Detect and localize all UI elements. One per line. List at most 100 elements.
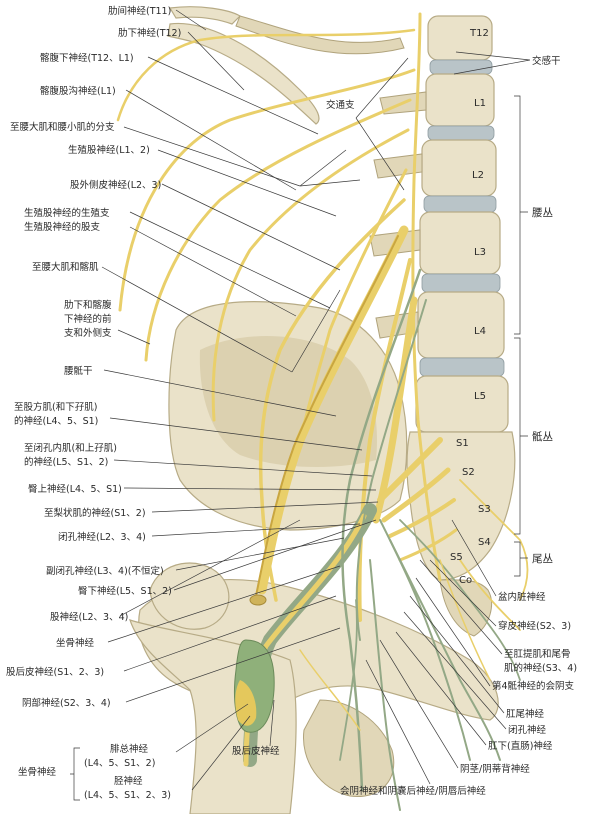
labels-bottom: 阴茎/阴蒂背神经 会阴神经和阴囊后神经/阴唇后神经	[340, 763, 530, 797]
rib-11-shaft	[235, 15, 405, 55]
label-perineal: 会阴神经和阴囊后神经/阴唇后神经	[340, 785, 486, 797]
lumbar-plexus-bracket	[514, 95, 528, 335]
label-lumbar-plexus: 腰丛	[532, 207, 553, 219]
label-levator-ani-2: 肌的神经(S3、4)	[504, 662, 577, 674]
subcostal-nerve	[118, 68, 416, 312]
labels-right: 交感干 盆内脏神经 穿皮神经(S2、3) 至肛提肌和尾骨 肌的神经(S3、4) …	[488, 55, 577, 752]
labels-left: 肋间神经(T11) 肋下神经(T12) 髂腹下神经(T12、L1) 髂腹股沟神经…	[6, 5, 181, 709]
label-inferior-rectal: 肛下(直肠)神经	[488, 740, 553, 752]
disc-t12-l1	[429, 59, 493, 75]
label-ant-lat-branches-3: 支和外侧支	[64, 327, 112, 339]
vertebra-l5	[415, 375, 509, 433]
disc-l2-l3	[423, 195, 497, 213]
leader-lines	[101, 9, 531, 791]
label-s1: S1	[456, 438, 469, 449]
sacral-root-s1	[377, 437, 443, 503]
label-l2: L2	[472, 170, 484, 181]
pelvic-branches	[299, 479, 529, 731]
label-obturator-internus-1: 至闭孔内肌(和上孖肌)	[24, 442, 117, 454]
label-s3: S3	[478, 504, 491, 515]
bones	[129, 6, 516, 814]
sacral-root-s3	[388, 498, 456, 538]
transverse-processes	[369, 91, 427, 339]
label-psoas-iliacus: 至腰大肌和髂肌	[32, 261, 99, 273]
femoral-nerve-shade	[255, 235, 399, 597]
label-l4: L4	[474, 326, 486, 337]
femoral-cut-end	[249, 594, 267, 606]
labels-sciatic-group: 坐骨神经 腓总神经 (L4、5、S1、2) 胫神经 (L4、5、S1、2、3)	[18, 743, 171, 801]
label-coccygeal-plexus: 尾丛	[532, 553, 553, 565]
label-obturator-right: 闭孔神经	[508, 724, 547, 736]
intercostal-nerve	[116, 28, 416, 122]
label-s4: S4	[478, 537, 491, 548]
label-quadratus-femoris-2: 的神经(L4、5、S1)	[14, 415, 98, 427]
label-lateral-femoral-cutaneous: 股外侧皮神经(L2、3)	[70, 179, 161, 191]
label-dorsal-penis: 阴茎/阴蒂背神经	[460, 763, 530, 775]
label-t12: T12	[469, 28, 489, 39]
label-co: Co	[459, 575, 472, 586]
label-genitofemoral: 生殖股神经(L1、2)	[68, 144, 150, 156]
label-l1: L1	[474, 98, 486, 109]
nerves	[116, 12, 529, 811]
sacral-root-s2	[381, 467, 451, 523]
lumbosacral-trunk	[372, 296, 418, 524]
sacral-root-s4	[398, 528, 458, 562]
green-branches	[339, 268, 521, 811]
rib-11	[169, 6, 241, 25]
label-pudendal: 阴部神经(S2、3、4)	[22, 697, 111, 709]
label-femoral: 股神经(L2、3、4)	[50, 611, 128, 623]
label-obturator: 闭孔神经(L2、3、4)	[58, 531, 146, 543]
coccygeal-plexus-bracket	[514, 541, 528, 577]
label-ant-lat-branches-2: 下神经的前	[64, 313, 112, 325]
femoral-nerve	[257, 225, 409, 595]
ischial-tuberosity	[303, 699, 395, 797]
label-sympathetic-trunk: 交感干	[532, 55, 561, 67]
label-l5: L5	[474, 391, 486, 402]
labels-plexus: 腰丛 骶丛 尾丛	[514, 95, 553, 577]
label-superior-gluteal: 臀上神经(L4、5、S1)	[28, 483, 122, 495]
label-common-peroneal: 腓总神经	[110, 743, 149, 755]
ilioinguinal-nerve	[211, 128, 410, 422]
label-ilioinguinal: 髂腹股沟神经(L1)	[40, 85, 116, 97]
labels-vertebrae: T12 L1 L2 L3 L4 L5 S1 S2 S3 S4 S5 Co	[450, 28, 491, 586]
label-quadratus-femoris-1: 至股方肌(和下孖肌)	[14, 401, 97, 413]
label-obturator-internus-2: 的神经(L5、S1、2)	[24, 456, 108, 468]
label-intercostal: 肋间神经(T11)	[108, 5, 171, 17]
labels-center: 交通支 股后皮神经	[232, 99, 355, 757]
label-levator-ani-1: 至肛提肌和尾骨	[504, 648, 571, 660]
label-pelvic-splanchnic: 盆内脏神经	[498, 591, 546, 603]
label-femoral-branch: 生殖股神经的股支	[24, 221, 101, 233]
label-genital-branch: 生殖股神经的生殖支	[24, 207, 110, 219]
disc-l1-l2	[427, 125, 495, 141]
label-psoas-branches: 至腰大肌和腰小肌的分支	[10, 121, 115, 133]
label-posterior-femoral-cutaneous: 股后皮神经(S1、2、3)	[6, 666, 104, 678]
label-anococcygeal: 肛尾神经	[506, 708, 545, 720]
label-iliohypogastric: 髂腹下神经(T12、L1)	[40, 52, 134, 64]
label-s4-perineal: 第4骶神经的会阴支	[492, 680, 575, 692]
label-lumbosacral-trunk: 腰骶干	[64, 365, 93, 377]
label-perforating-cutaneous: 穿皮神经(S2、3)	[498, 620, 571, 632]
label-inferior-gluteal: 臀下神经(L5、S1、2)	[78, 585, 172, 597]
disc-l4-l5	[419, 357, 505, 377]
label-communicating-branch: 交通支	[326, 99, 355, 111]
sciatic-stump-core	[235, 680, 257, 726]
sciatic-bracket	[70, 747, 80, 801]
sacral-plexus-bracket	[514, 337, 528, 535]
disc-l3-l4	[421, 273, 501, 293]
vertebra-l4	[417, 291, 505, 359]
obturator-nerve	[357, 258, 412, 622]
label-sacral-plexus: 骶丛	[532, 431, 553, 443]
iliohypogastric-nerve	[144, 98, 412, 362]
label-sciatic: 坐骨神经	[56, 637, 95, 649]
label-piriformis: 至梨状肌的神经(S1、2)	[44, 507, 146, 519]
label-tibial: 胫神经	[114, 775, 143, 787]
label-sciatic-group: 坐骨神经	[18, 766, 57, 778]
label-ant-lat-branches-1: 肋下和髂腹	[64, 299, 112, 311]
label-l3: L3	[474, 247, 486, 258]
label-s5: S5	[450, 552, 463, 563]
vertebra-l3	[419, 211, 501, 275]
label-accessory-obturator: 副闭孔神经(L3、4)(不恒定)	[46, 565, 164, 577]
label-subcostal: 肋下神经(T12)	[118, 27, 181, 39]
